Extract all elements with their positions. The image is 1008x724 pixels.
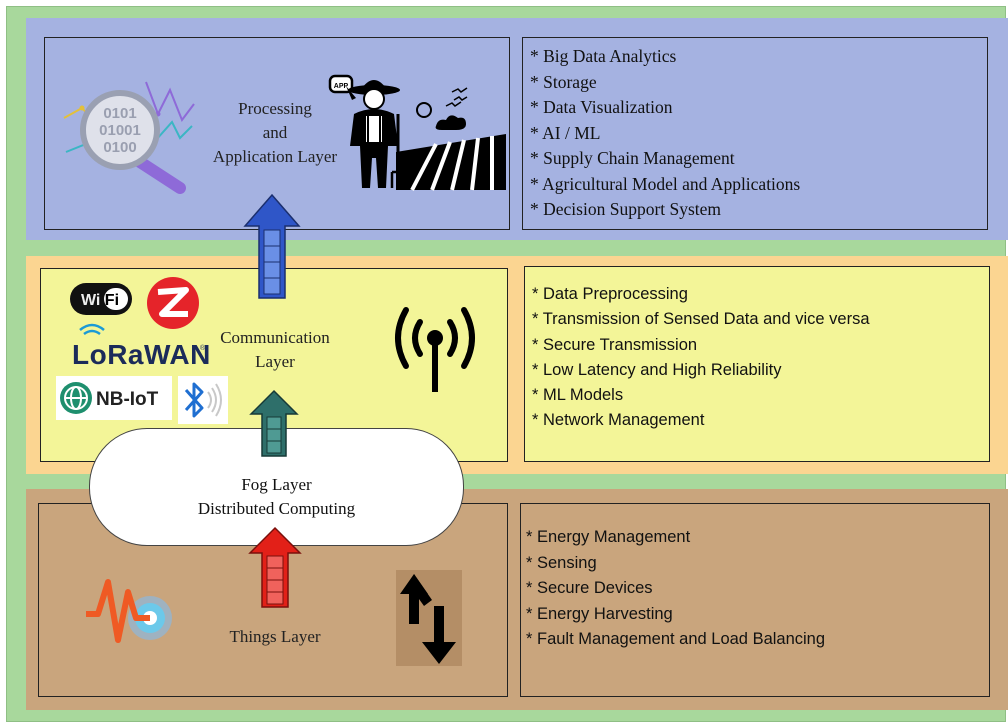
red-up-arrow	[248, 526, 302, 608]
list-item: * Agricultural Model and Applications	[530, 173, 801, 194]
wifi-logo: Wi Fi	[70, 283, 132, 315]
app-tag-text: APP	[334, 83, 349, 90]
zigbee-logo	[147, 277, 199, 329]
lorawan-logo: LoRaWAN ®	[72, 323, 211, 370]
wifi-logo-text: Wi Fi	[81, 292, 119, 309]
communication-label-line-2: Layer	[255, 352, 295, 371]
processing-label-line-1: Processing	[238, 99, 312, 118]
processing-functions-list: * Big Data Analytics * Storage * Data Vi…	[530, 44, 800, 223]
binary-line-1: 0101	[103, 105, 136, 122]
blue-up-arrow	[243, 193, 301, 299]
list-item: * Storage	[530, 71, 597, 92]
farmer-icon: APP	[328, 74, 406, 188]
list-item: * Transmission of Sensed Data and vice v…	[532, 310, 870, 329]
binary-line-2: 01001	[99, 122, 141, 139]
field-icon	[396, 87, 506, 191]
list-item: * Secure Transmission	[532, 335, 698, 354]
list-item: * Big Data Analytics	[530, 46, 677, 66]
fog-label-line-1: Fog Layer	[241, 475, 312, 494]
sensor-pulse-icon	[86, 579, 172, 643]
lorawan-logo-text: LoRaWAN	[72, 339, 211, 370]
list-item: * Network Management	[532, 411, 705, 430]
list-item: * Energy Management	[526, 528, 691, 546]
communication-functions-list: * Data Preprocessing * Transmission of S…	[532, 282, 870, 434]
fog-layer-label: Fog Layer Distributed Computing	[89, 473, 464, 521]
communication-label-line-1: Communication	[220, 328, 330, 347]
processing-functions-panel	[522, 37, 988, 230]
nbiot-logo: NB-IoT	[56, 376, 172, 420]
list-item: * Secure Devices	[526, 579, 653, 598]
processing-label-line-3: Application Layer	[212, 147, 338, 166]
things-layer-label: Things Layer	[229, 627, 321, 646]
list-item: * Fault Management and Load Balancing	[526, 630, 826, 649]
binary-line-3: 0100	[103, 139, 136, 156]
up-down-arrows-icon	[400, 574, 456, 664]
list-item: * Data Visualization	[530, 97, 673, 117]
lorawan-trademark: ®	[200, 344, 206, 352]
list-item: * Decision Support System	[530, 199, 722, 219]
things-functions-list: * Energy Management * Sensing * Secure D…	[526, 525, 825, 653]
nbiot-logo-text: NB-IoT	[96, 389, 159, 410]
bluetooth-icon	[178, 376, 228, 424]
list-item: * ML Models	[532, 386, 624, 405]
communication-layer-label: Communication Layer	[200, 326, 350, 374]
list-item: * AI / ML	[530, 122, 601, 143]
list-item: * Low Latency and High Reliability	[532, 360, 782, 379]
list-item: * Energy Harvesting	[526, 604, 673, 623]
fog-label-line-2: Distributed Computing	[197, 499, 356, 518]
antenna-icon	[395, 307, 475, 392]
list-item: * Sensing	[526, 553, 597, 572]
processing-label-line-2: and	[262, 123, 288, 142]
data-analytics-icon: 0101 01001 0100	[63, 81, 195, 194]
things-functions-panel	[520, 503, 990, 697]
processing-layer-label: Processing and Application Layer	[200, 97, 350, 169]
teal-up-arrow	[249, 389, 299, 457]
list-item: * Data Preprocessing	[532, 285, 688, 303]
communication-functions-panel	[524, 266, 990, 462]
list-item: * Supply Chain Management	[530, 148, 735, 168]
